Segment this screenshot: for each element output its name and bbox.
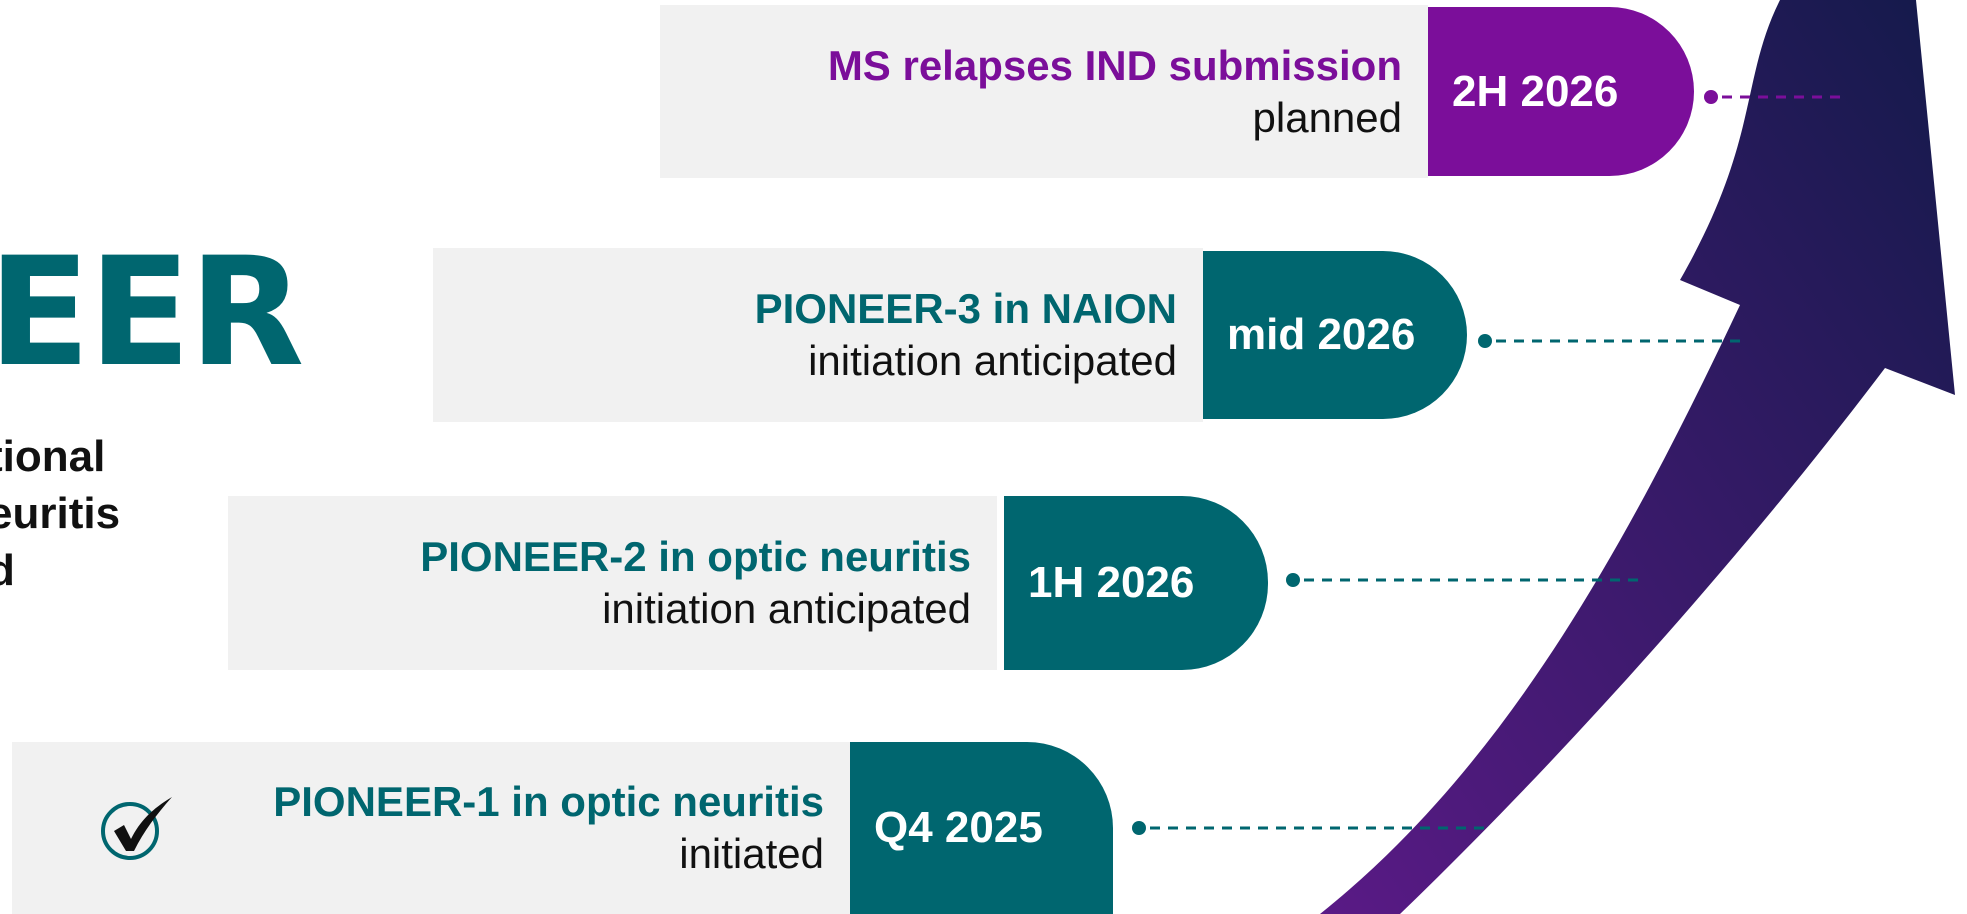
date-pill-mid-2026: mid 2026	[1203, 251, 1467, 419]
date-pill-1h-2026: 1H 2026	[1004, 496, 1268, 670]
milestone-ms-relapses: MS relapses IND submission planned	[660, 5, 1428, 178]
check-circle-icon	[101, 797, 172, 860]
milestone-pioneer-2: PIONEER-2 in optic neuritis initiation a…	[228, 496, 997, 670]
date-label: mid 2026	[1227, 310, 1416, 359]
connector-mid-2026	[1478, 334, 1740, 348]
milestone-subtitle: initiated	[679, 830, 824, 877]
date-label: 2H 2026	[1452, 66, 1619, 116]
brand-wordmark: EER	[0, 226, 304, 400]
date-pill-2h-2026: 2H 2026	[1428, 7, 1694, 176]
date-pill-q4-2025: Q4 2025	[850, 742, 1113, 914]
intro-line-2: euritis	[0, 489, 121, 538]
connector-2h-2026	[1704, 90, 1840, 104]
growth-arrow-shape	[1320, 0, 1955, 914]
date-label: Q4 2025	[874, 803, 1043, 852]
milestone-subtitle: initiation anticipated	[808, 337, 1177, 384]
milestone-title: PIONEER-2 in optic neuritis	[420, 533, 971, 580]
intro-line-3: d	[0, 546, 15, 595]
milestone-subtitle: initiation anticipated	[602, 585, 971, 632]
milestone-pioneer-3: PIONEER-3 in NAION initiation anticipate…	[433, 248, 1203, 422]
milestone-title: PIONEER-3 in NAION	[754, 285, 1177, 332]
intro-line-1: tional	[0, 432, 106, 481]
milestone-subtitle: planned	[1252, 93, 1402, 141]
milestone-title: MS relapses IND submission	[827, 41, 1402, 89]
milestone-pioneer-1: PIONEER-1 in optic neuritis initiated	[12, 742, 850, 914]
date-label: 1H 2026	[1028, 558, 1195, 607]
milestone-title: PIONEER-1 in optic neuritis	[273, 778, 824, 825]
intro-text: tional euritis d	[0, 428, 126, 599]
connector-q4-2025	[1132, 821, 1485, 835]
connector-1h-2026	[1286, 573, 1640, 587]
